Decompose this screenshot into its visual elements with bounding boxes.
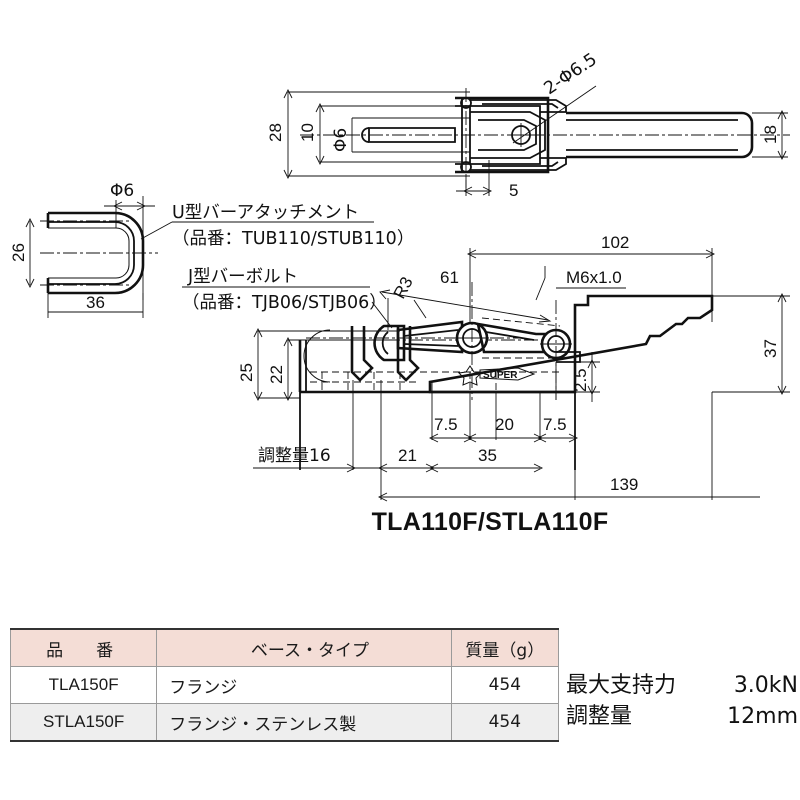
- dim-36: 36: [86, 293, 105, 312]
- dim-7-5-right: 7.5: [543, 415, 567, 434]
- dim-5: 5: [509, 181, 518, 200]
- technical-drawing: 28 10 Φ6: [9, 50, 790, 536]
- note-max-force-label: 最大支持力: [566, 673, 677, 698]
- label-j-bolt: J型バーボルト: [187, 267, 298, 287]
- dim-22: 22: [267, 365, 286, 384]
- table-header-row: 品 番 ベース・タイプ 質量（g）: [9, 628, 560, 667]
- note-adjustment-label: 調整量: [566, 704, 633, 729]
- cell-code: STLA150F: [9, 703, 158, 742]
- cell-code: TLA150F: [9, 666, 158, 704]
- label-j-bolt-code: （品番：TJB06/STJB06）: [182, 293, 387, 313]
- dim-102: 102: [601, 233, 629, 252]
- dim-r3: R3: [390, 274, 417, 302]
- dim-10: 10: [298, 123, 317, 142]
- label-u-attachment-code: （品番：TUB110/STUB110）: [172, 229, 414, 249]
- dim-61: 61: [440, 268, 459, 287]
- note-max-force: 最大支持力 3.0kN: [566, 670, 798, 701]
- brand-mark: SUPER: [457, 365, 536, 386]
- dim-phi6-bracket: Φ6: [110, 181, 134, 201]
- table-row: TLA150F フランジ 454: [9, 666, 560, 704]
- label-u-attachment: U型バーアタッチメント: [172, 203, 359, 223]
- th-mass: 質量（g）: [450, 628, 560, 667]
- note-adjustment: 調整量 12mm: [566, 701, 798, 732]
- note-max-force-value: 3.0kN: [733, 673, 798, 698]
- spec-table: 品 番 ベース・タイプ 質量（g） TLA150F フランジ 454 STLA1…: [9, 628, 560, 742]
- spec-table-wrapper: 品 番 ベース・タイプ 質量（g） TLA150F フランジ 454 STLA1…: [9, 628, 560, 742]
- cell-mass: 454: [450, 703, 560, 742]
- spec-notes: 最大支持力 3.0kN 調整量 12mm: [566, 670, 798, 732]
- th-type: ベース・タイプ: [156, 628, 452, 667]
- note-m6: M6x1.0: [566, 268, 622, 287]
- u-bracket-view: 26 36 Φ6 U型バーアタッチメント （品番：TUB110/STUB110）…: [9, 181, 414, 329]
- brand-text: SUPER: [483, 370, 518, 381]
- dim-18: 18: [761, 125, 780, 144]
- dim-139: 139: [610, 475, 638, 494]
- note-adjust-16: 調整量16: [258, 446, 331, 466]
- dim-37: 37: [761, 339, 780, 358]
- dim-21: 21: [398, 446, 417, 465]
- table-row: STLA150F フランジ・ステンレス製 454: [9, 703, 560, 742]
- dim-phi6-top: Φ6: [331, 128, 351, 152]
- dim-7-5-left: 7.5: [434, 415, 458, 434]
- dim-2-5: 2.5: [571, 368, 590, 392]
- top-view: 28 10 Φ6: [266, 50, 790, 200]
- note-adjustment-value: 12mm: [727, 704, 798, 729]
- drawing-title: TLA110F/STLA110F: [372, 508, 609, 536]
- cell-type: フランジ・ステンレス製: [156, 703, 452, 742]
- dim-26: 26: [9, 243, 28, 262]
- cell-type: フランジ: [156, 666, 452, 704]
- note-2-phi6-5: 2-Φ6.5: [541, 50, 601, 100]
- dim-35: 35: [478, 446, 497, 465]
- dim-25: 25: [237, 363, 256, 382]
- cell-mass: 454: [450, 666, 560, 704]
- dim-28: 28: [266, 123, 285, 142]
- th-code: 品 番: [9, 628, 158, 667]
- side-view: 102 61 M6x1.0 R3: [237, 233, 790, 536]
- dim-20: 20: [495, 415, 514, 434]
